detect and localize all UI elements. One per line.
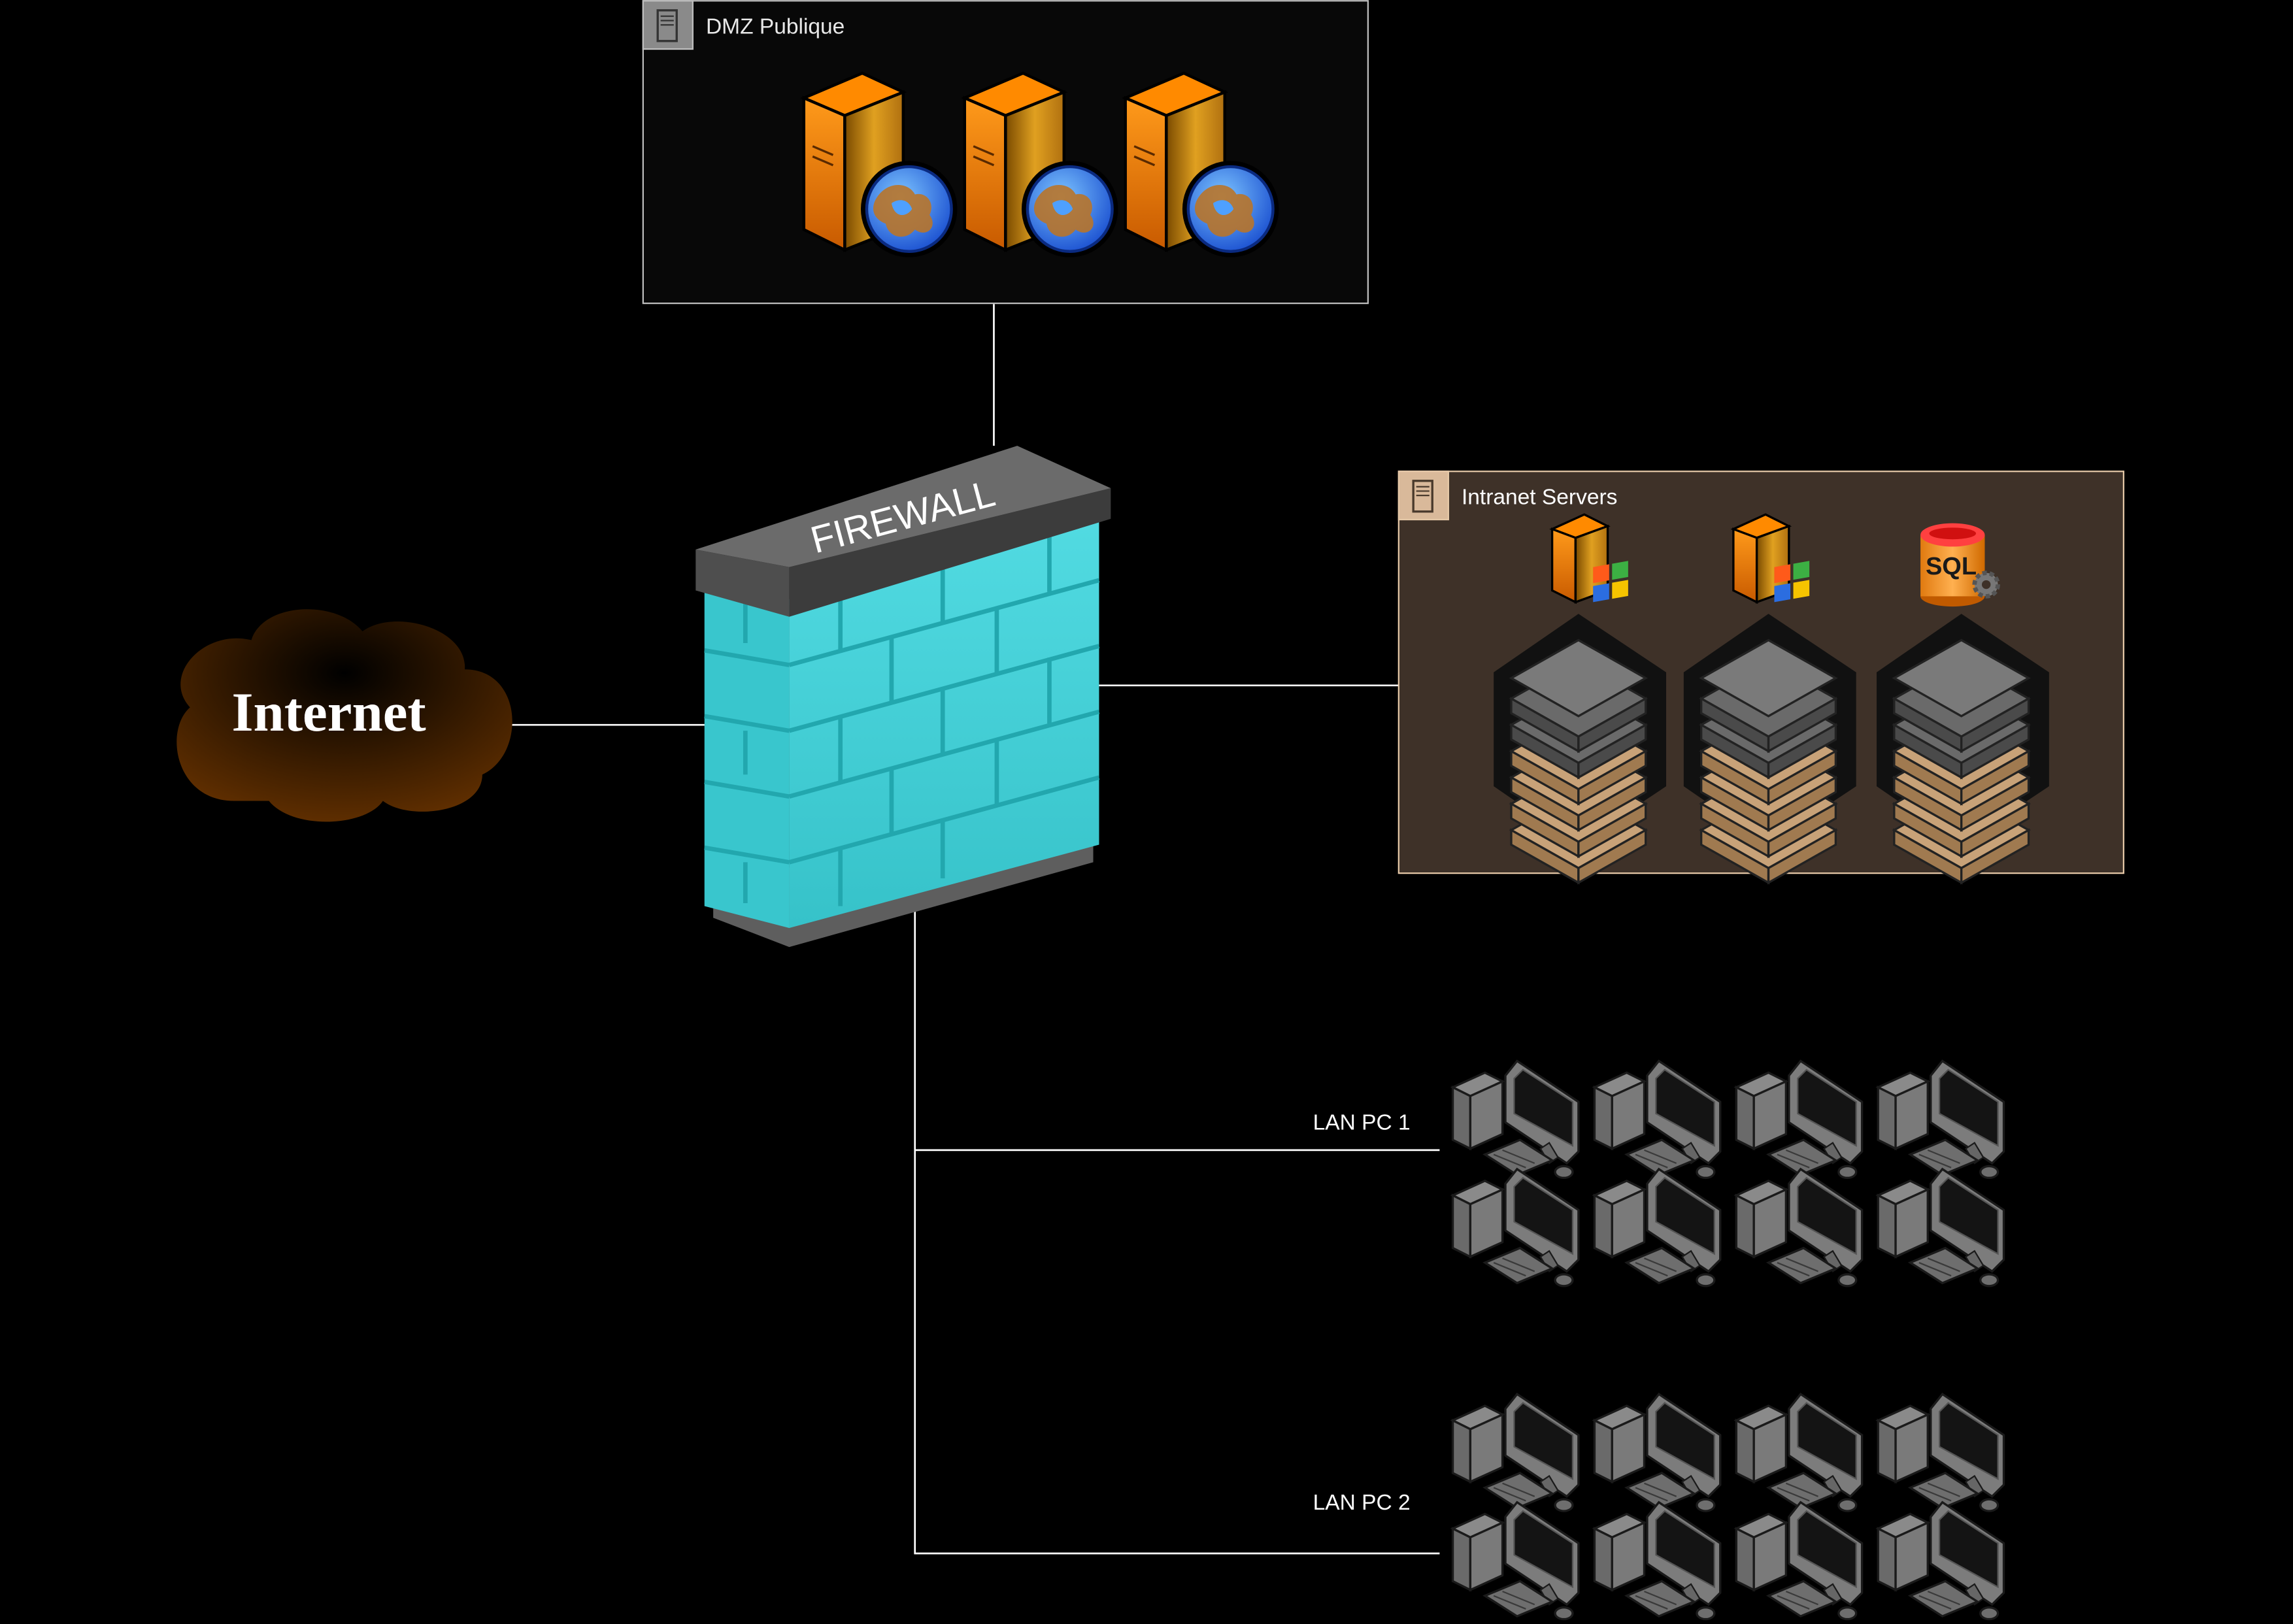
desktop-pc-icon[interactable] <box>1733 1393 1864 1512</box>
lan-pc-2-group[interactable] <box>1450 1393 2005 1621</box>
sql-server-icon: SQL <box>1920 523 2000 607</box>
web-server-icon <box>800 71 958 257</box>
windows-server-icon <box>1549 513 1628 605</box>
firewall-cap-front <box>695 549 790 617</box>
web-server-icon <box>1122 71 1279 257</box>
internet-label: Internet <box>231 682 426 743</box>
lan-pc-2-label: LAN PC 2 <box>1313 1491 1411 1515</box>
desktop-pc-icon[interactable] <box>1875 1167 2005 1287</box>
firewall-cap-face <box>789 488 1111 617</box>
desktop-pc-icon[interactable] <box>1733 1500 1864 1621</box>
web-server-icon <box>961 71 1118 257</box>
server-rack-stack-icon <box>1876 614 2049 885</box>
intranet-racks <box>1494 614 2049 885</box>
dmz-servers <box>800 71 1279 257</box>
firewall[interactable]: FIREWALL <box>695 446 1111 948</box>
desktop-pc-icon[interactable] <box>1450 1167 1580 1287</box>
desktop-pc-icon[interactable] <box>1592 1393 1722 1512</box>
desktop-pc-icon[interactable] <box>1592 1167 1722 1287</box>
intranet-icons: SQL <box>1549 513 2000 607</box>
desktop-pc-icon[interactable] <box>1733 1167 1864 1287</box>
desktop-pc-icon[interactable] <box>1450 1059 1580 1180</box>
firewall-cap-top <box>695 446 1111 567</box>
desktop-pc-icon[interactable] <box>1875 1393 2005 1512</box>
internet-cloud[interactable]: Internet <box>176 609 512 822</box>
desktop-pc-icon[interactable] <box>1733 1059 1864 1180</box>
desktop-pc-icon[interactable] <box>1592 1500 1722 1621</box>
link-firewall-lan <box>914 906 1440 1555</box>
connection-lines <box>511 304 1440 1555</box>
dmz-container[interactable]: DMZ Publique <box>642 0 1369 305</box>
desktop-pc-icon[interactable] <box>1450 1500 1580 1621</box>
windows-logo-icon <box>1593 561 1628 603</box>
desktop-pc-icon[interactable] <box>1875 1059 2005 1180</box>
windows-logo-icon <box>1774 561 1810 603</box>
server-rack-stack-icon <box>1683 614 1856 885</box>
lan-pc-1-label: LAN PC 1 <box>1313 1111 1411 1135</box>
server-rack-stack-icon <box>1494 614 1667 885</box>
dmz-server-rack-icon <box>656 9 678 42</box>
windows-server-icon <box>1730 513 1810 605</box>
desktop-pc-icon[interactable] <box>1875 1500 2005 1621</box>
sql-label: SQL <box>1926 553 1977 580</box>
desktop-pc-icon[interactable] <box>1592 1059 1722 1180</box>
intranet-title: Intranet Servers <box>1462 486 1617 510</box>
intranet-container[interactable]: Intranet Servers SQL <box>1398 471 2124 885</box>
cloud-icon <box>176 609 512 822</box>
desktop-pc-icon[interactable] <box>1450 1393 1580 1512</box>
lan-pc-1-group[interactable] <box>1450 1059 2005 1287</box>
intranet-server-rack-icon <box>1412 480 1433 513</box>
dmz-title: DMZ Publique <box>706 15 845 39</box>
